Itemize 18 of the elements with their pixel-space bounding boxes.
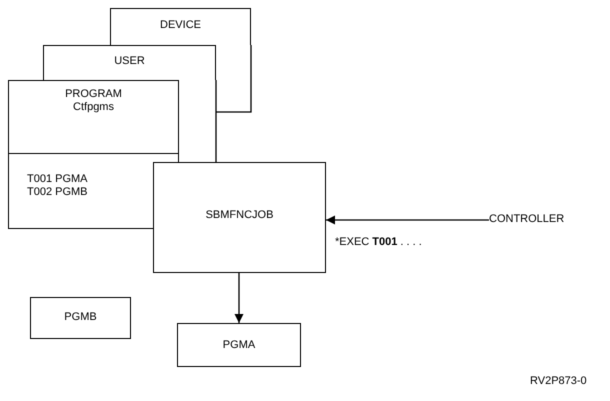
arrow [326, 216, 489, 224]
arrow [234, 273, 244, 323]
edge-label: *EXEC T001 . . . . [335, 236, 422, 248]
user-box [43, 45, 216, 80]
job-box [153, 162, 326, 273]
node-label: CONTROLLER [489, 213, 564, 226]
program-box [177, 323, 301, 367]
box-title: USER [114, 55, 145, 68]
program-box [8, 80, 179, 229]
box-title: PGMB [64, 311, 97, 324]
box-title: SBMFNCJOB [206, 209, 274, 222]
box-title: DEVICE [160, 19, 201, 32]
program-box [30, 297, 131, 339]
box-body: T001 PGMA T002 PGMB [27, 173, 89, 199]
figure-id: RV2P873-0 [530, 375, 587, 387]
box-title: PGMA [222, 339, 256, 352]
device-box [110, 8, 251, 45]
box-title: PROGRAM Ctfpgms [64, 88, 123, 114]
